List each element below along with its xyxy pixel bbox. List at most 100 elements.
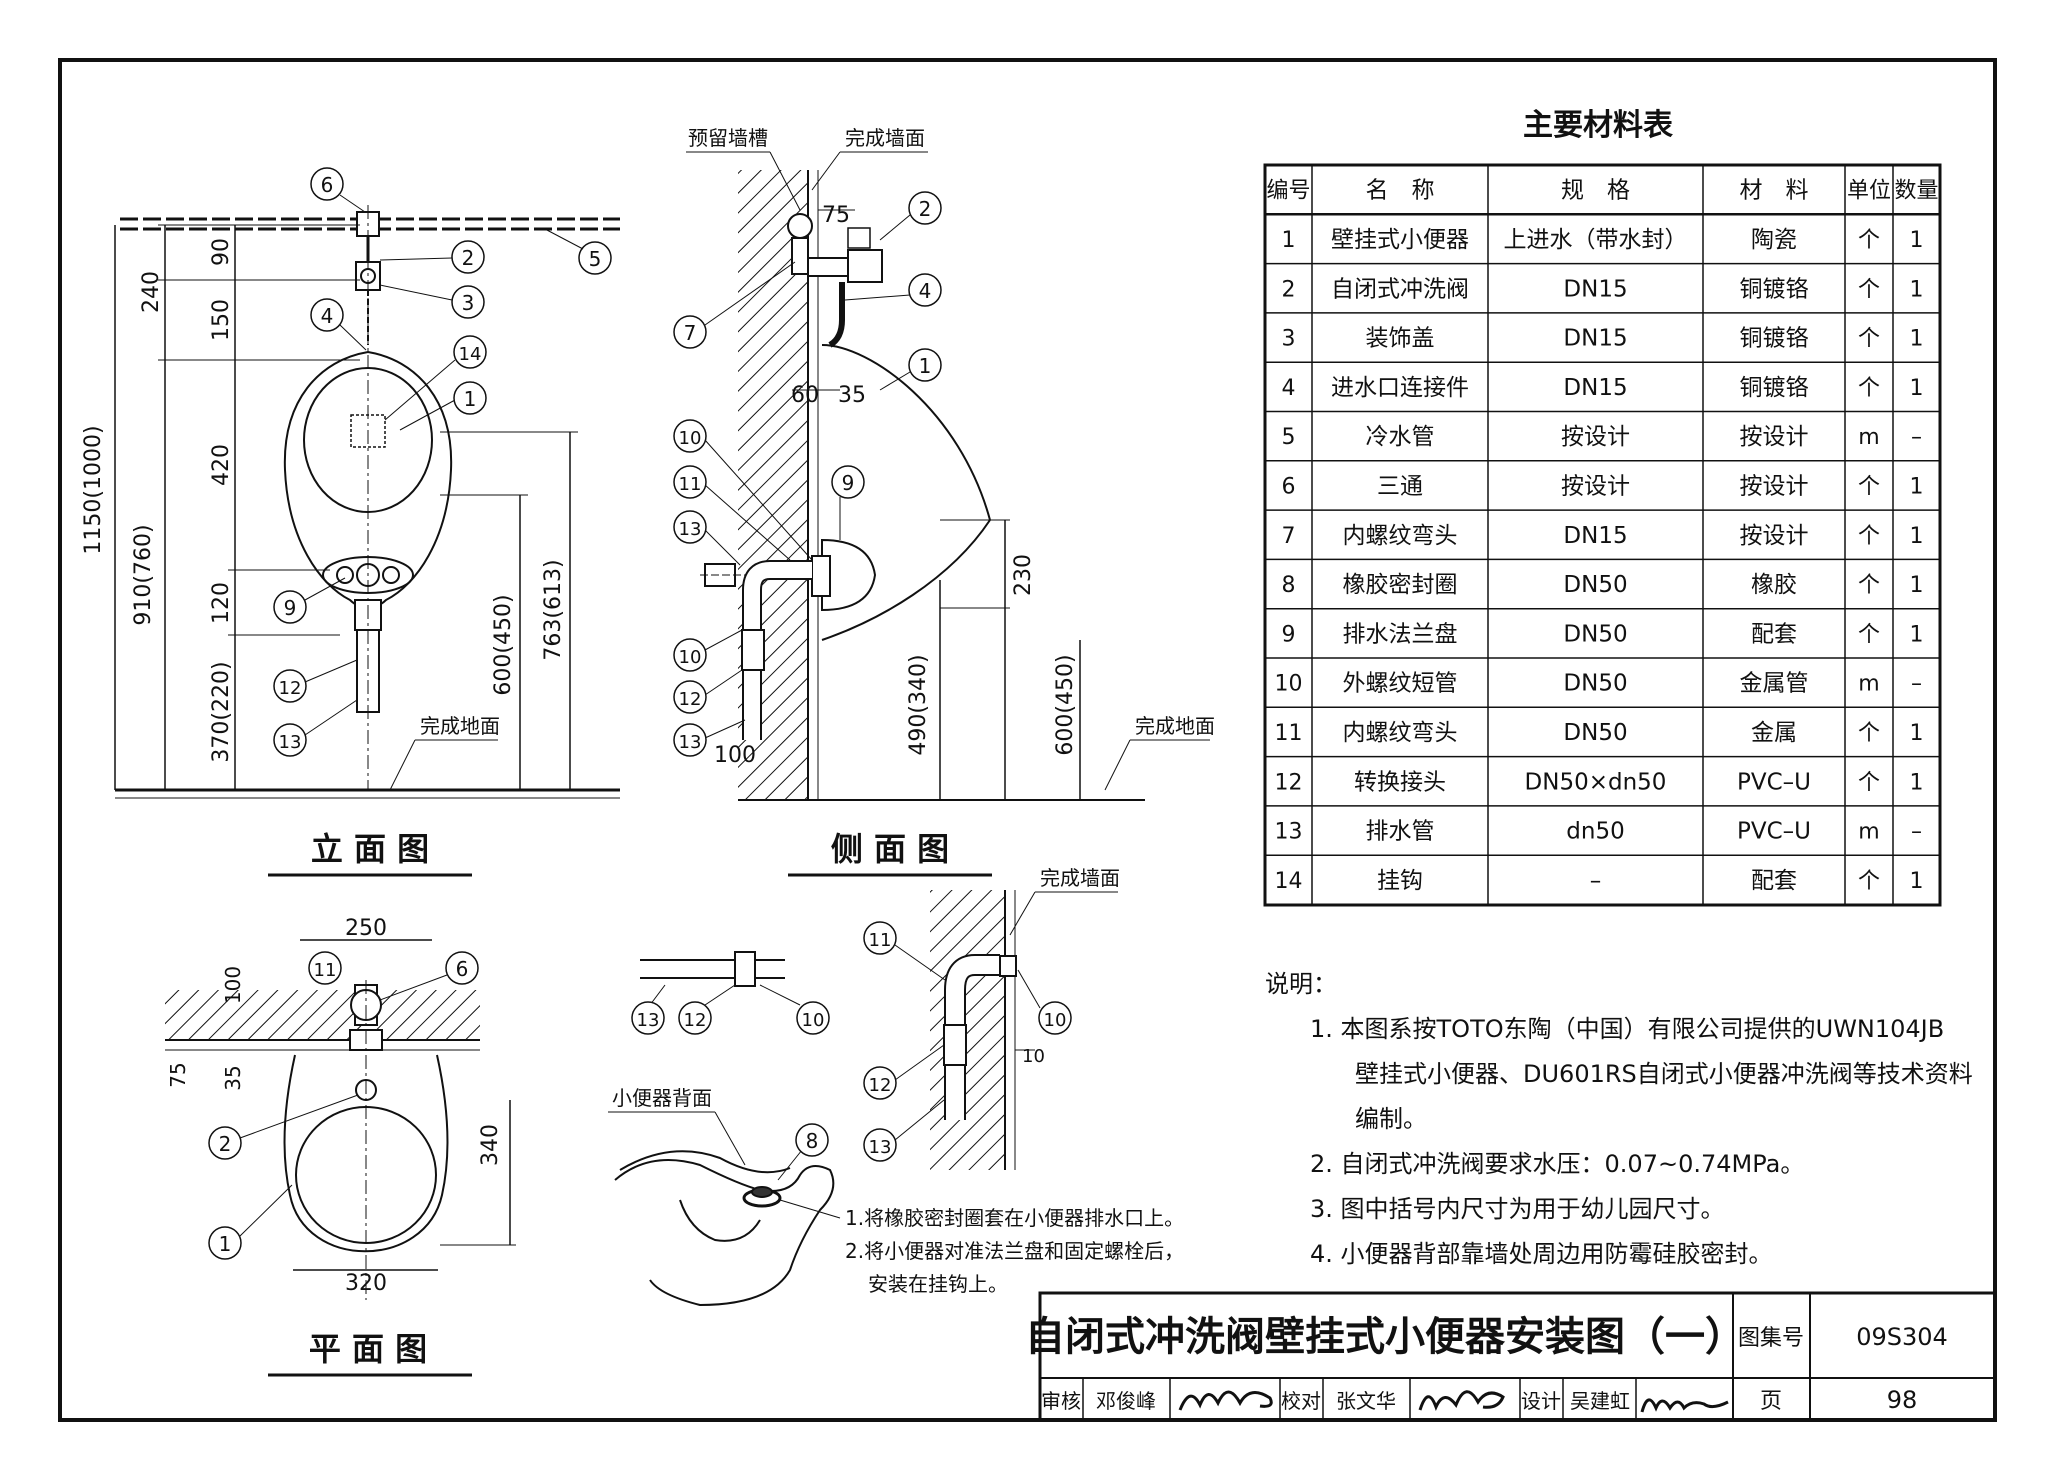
table-cell: 按设计 [1561, 424, 1630, 450]
table-cell: dn50 [1566, 819, 1624, 845]
detail-wall-callout-13: 13 [869, 1137, 892, 1158]
detail-back-note-1: 1.将橡胶密封圈套在小便器排水口上。 [845, 1206, 1184, 1230]
table-cell: 个 [1858, 228, 1880, 253]
table-cell: 按设计 [1561, 473, 1630, 499]
table-cell: 金属管 [1740, 671, 1809, 697]
elev-callout-9: 9 [284, 596, 297, 620]
table-cell: 按设计 [1740, 473, 1809, 499]
detail-wall-dim-10: 10 [1022, 1046, 1045, 1067]
table-cell: DN15 [1563, 375, 1627, 401]
side-dim-600: 600(450) [1053, 654, 1078, 755]
page-label: 页 [1760, 1389, 1782, 1414]
table-cell: 个 [1858, 721, 1880, 746]
table-cell: 1 [1282, 228, 1296, 253]
table-cell: 个 [1858, 622, 1880, 647]
table-cell: 按设计 [1740, 424, 1809, 450]
detail-pipe-callout-13: 13 [637, 1010, 660, 1031]
table-cell: – [1911, 672, 1922, 697]
check-label: 校对 [1281, 1389, 1321, 1413]
detail-wall: 10 完成墙面 11 10 12 13 [863, 866, 1120, 1170]
elev-callout-5: 5 [589, 247, 602, 271]
elev-callout-6: 6 [321, 173, 334, 197]
table-cell: 金属 [1751, 720, 1797, 746]
table-header-cell: 规 格 [1561, 178, 1630, 204]
plan-view: 250 100 75 35 340 320 11 6 2 1 平 面 图 [165, 916, 516, 1377]
side-label-wall: 完成墙面 [845, 126, 925, 150]
table-cell: 个 [1858, 376, 1880, 401]
table-cell: 7 [1282, 524, 1296, 549]
table-cell: m [1858, 672, 1879, 697]
table-cell: 12 [1275, 770, 1303, 795]
elev-dim-150: 150 [209, 299, 234, 341]
table-cell: 个 [1858, 327, 1880, 352]
table-cell: m [1858, 820, 1879, 845]
elev-dim-1150: 1150(1000) [81, 425, 106, 554]
table-cell: DN50 [1563, 720, 1627, 746]
elev-dim-90: 90 [209, 238, 234, 266]
table-cell: m [1858, 425, 1879, 450]
side-title: 侧 面 图 [831, 830, 949, 868]
table-cell: 1 [1910, 573, 1924, 598]
side-callout-11: 11 [679, 474, 702, 495]
table-cell: 5 [1282, 425, 1296, 450]
table-cell: DN50×dn50 [1525, 769, 1667, 795]
table-cell: 按设计 [1740, 523, 1809, 549]
plan-dim-320: 320 [345, 1271, 387, 1296]
atlas-number: 09S304 [1856, 1323, 1948, 1351]
review-label: 审核 [1041, 1389, 1081, 1413]
plan-dim-100: 100 [221, 966, 245, 1004]
plan-callout-1: 1 [219, 1232, 232, 1256]
side-callout-1: 1 [919, 354, 932, 378]
table-cell: 14 [1275, 869, 1303, 894]
table-cell: 铜镀铬 [1740, 375, 1809, 401]
elev-dim-763: 763(613) [541, 559, 566, 660]
side-callout-4: 4 [919, 279, 932, 303]
page-number: 98 [1887, 1386, 1918, 1414]
table-cell: – [1911, 425, 1922, 450]
side-callout-7: 7 [684, 321, 697, 345]
side-dim-230: 230 [1011, 554, 1036, 596]
detail-wall-callout-10: 10 [1044, 1010, 1067, 1031]
side-callout-10b: 10 [679, 647, 702, 668]
table-cell: 上进水（带水封） [1504, 227, 1688, 253]
plan-dim-35: 35 [221, 1065, 245, 1090]
table-cell: 三通 [1377, 473, 1423, 499]
reviewer-name: 邓俊峰 [1096, 1389, 1156, 1413]
table-cell: 个 [1858, 869, 1880, 894]
title-block: 自闭式冲洗阀壁挂式小便器安装图（一） 图集号 09S304 审核 邓俊峰 校对 … [1025, 1291, 1997, 1422]
side-callout-9: 9 [842, 471, 855, 495]
side-dim-35: 35 [838, 383, 866, 408]
notes: 说明： 1. 本图系按TOTO东陶（中国）有限公司提供的UWN104JB 壁挂式… [1265, 970, 1973, 1268]
plan-title: 平 面 图 [309, 1330, 427, 1368]
side-dim-75: 75 [822, 203, 850, 228]
detail-back-note-3: 安装在挂钩上。 [868, 1272, 1008, 1296]
detail-back-note-2: 2.将小便器对准法兰盘和固定螺栓后， [845, 1239, 1184, 1263]
side-dim-100: 100 [714, 743, 756, 768]
note-line-2: 壁挂式小便器、DU601RS自闭式小便器冲洗阀等技术资料 [1355, 1060, 1973, 1088]
note-line-5: 3. 图中括号内尺寸为用于幼儿园尺寸。 [1310, 1195, 1725, 1223]
table-cell: 转换接头 [1354, 769, 1446, 795]
table-cell: 9 [1282, 622, 1296, 647]
notes-heading: 说明： [1265, 970, 1337, 998]
table-cell: 壁挂式小便器 [1331, 227, 1469, 253]
table-cell: 个 [1858, 524, 1880, 549]
note-line-3: 编制。 [1355, 1105, 1427, 1133]
plan-callout-6: 6 [456, 957, 469, 981]
elev-callout-1: 1 [464, 387, 477, 411]
elevation-title: 立 面 图 [311, 830, 429, 868]
table-cell: 外螺纹短管 [1343, 671, 1458, 697]
elev-callout-13: 13 [279, 732, 302, 753]
table-cell: 2 [1282, 277, 1296, 302]
table-cell: 进水口连接件 [1331, 375, 1469, 401]
detail-back-callout-8: 8 [806, 1129, 819, 1153]
table-cell: 内螺纹弯头 [1343, 523, 1458, 549]
reviewer-signature [1178, 1390, 1273, 1411]
table-cell: 橡胶 [1751, 572, 1797, 598]
detail-pipe-callout-12: 12 [684, 1010, 707, 1031]
table-cell: 橡胶密封圈 [1343, 572, 1458, 598]
table-cell: 13 [1275, 820, 1303, 845]
side-label-groove: 预留墙槽 [688, 126, 768, 150]
table-cell: 4 [1282, 376, 1296, 401]
table-header-cell: 名 称 [1366, 178, 1435, 204]
